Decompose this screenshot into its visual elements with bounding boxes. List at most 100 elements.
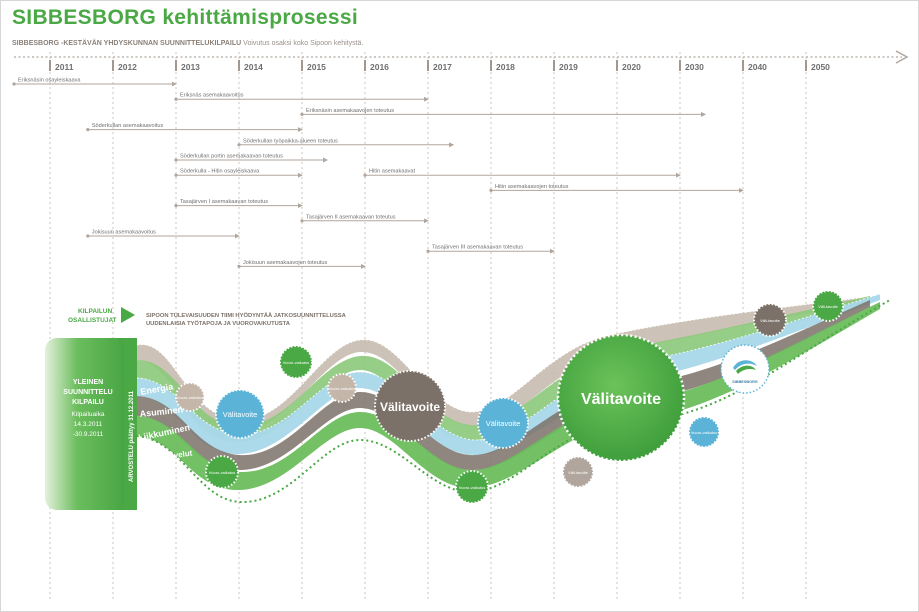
interaction-circle-2013 [205,455,239,489]
year-label: 2020 [622,62,641,72]
logo-text: SIBBESBORG [732,380,758,384]
participants-heading-line2: OSALLISTUJAT [68,317,117,324]
competition-line4: Kilpailuaika [72,411,105,418]
task-bar: Hitin asemakaavat [363,169,681,178]
valitavoite-circle-2017-label: Välitavoite [486,419,521,428]
task-start-dot [86,234,90,238]
sibbesborg-logo-icon [733,360,757,370]
year-label: 2018 [496,62,515,72]
valitavoite-circle-2019 [556,333,686,463]
participants-block: KILPAILUN OSALLISTUJAT SIPOON TULEVAISUU… [68,307,347,327]
interaction-circle-2014-label: Vuoro-vaikutus [283,360,310,365]
participants-note-line1: SIPOON TULEVAISUUDEN TIIMI HYÖDYNTÄÄ JAT… [146,312,347,319]
judging-vertical-label: ARVOSTELU päättyy 31.12.2011 [129,390,135,482]
interim-circle-2040-label: Väli-tavoite [760,318,781,323]
task-bar: Eriksnäs asemakaavoitus [174,93,429,102]
task-start-dot [237,264,241,268]
task-label: Eriksnäs asemakaavoitus [180,93,244,99]
task-bar: Söderkulla - Hitin osayleiskaava [174,169,303,178]
task-label: Jokisuun asemakaavoitus [92,230,156,236]
stream-label-asuminen: Asuminen [139,404,183,418]
competition-line1: YLEINEN [73,379,103,386]
interim-circle-2050-label: Väli-tavoite [818,304,839,309]
task-bar: Eriksnäsin asemakaavojen toteutus [300,108,707,117]
interim-circle-2040 [753,303,787,337]
task-bar: Eriksnäsin osayleiskaava [12,78,177,87]
task-start-dot [300,219,304,223]
task-label: Jokisuun asemakaavojen toteutus [243,260,327,266]
year-label: 2011 [55,62,74,72]
year-label: 2013 [181,62,200,72]
subtitle-strong: SIBBESBORG -KESTÄVÄN YHDYSKUNNAN SUUNNIT… [12,40,242,47]
year-label: 2017 [433,62,452,72]
interaction-circle-2020 [688,416,720,448]
milestones: Vuoro-vaikutus Välitavoite Vuoro-vaikutu… [175,290,844,504]
task-start-dot [174,173,178,177]
valitavoite-circle-2017 [477,397,529,449]
task-start-dot [363,173,367,177]
interaction-circle-2015 [327,373,357,403]
valitavoite-circle-2015-label: Välitavoite [380,400,440,414]
subtitle-rest: Voivutus osaksi koko Sipoon kehitystä. [243,40,364,47]
timeline-arrow-icon [895,50,909,64]
interim-circle-2019-label: Väli-tavoite [568,470,589,475]
competition-line5: 14.3.2011 [74,421,103,428]
interaction-circle-2017-label: Vuoro-vaikutus [459,485,486,490]
task-bar: Tasajärven I asemakaavan toteutus [174,199,303,209]
task-bar: Hitin asemakaavojen toteutus [489,184,744,193]
task-start-dot [12,82,16,86]
task-start-dot [489,188,493,192]
competition-line2: SUUNNITTELU [63,389,112,396]
task-start-dot [237,143,241,147]
task-start-dot [300,112,304,116]
year-label: 2014 [244,62,263,72]
valitavoite-circle-2015 [374,370,446,442]
page-subtitle: SIBBESBORG -KESTÄVÄN YHDYSKUNNAN SUUNNIT… [12,40,363,47]
year-label: 2050 [811,62,830,72]
task-label: Söderkullan portin asemakaavan toteutus [180,154,283,160]
interaction-circle-2017 [455,470,489,504]
interaction-circle-2020-label: Vuoro-vaikutus [691,430,718,435]
competition-line3: KILPAILU [72,399,104,406]
valitavoite-circle-2019-label: Välitavoite [581,391,661,408]
task-bar: Söderkullan työpaikka-alueen toteutus [237,138,455,148]
interim-circle-2050 [812,290,844,322]
stream-label-ekologisuus: Ekologisuus [138,469,192,485]
interaction-circle-2013-label: Vuoro-vaikutus [209,470,236,475]
task-start-dot [426,249,430,253]
task-label: Tasajärven I asemakaavan toteutus [180,199,268,205]
competition-line6: -30.9.2011 [73,431,104,438]
task-bar: Tasajärven III asemakaavan toteutus [426,245,555,254]
task-label: Eriksnäsin asemakaavojen toteutus [306,108,394,114]
task-label: Tasajärven II asemakaavan toteutus [306,214,396,220]
task-label: Eriksnäsin osayleiskaava [18,78,81,84]
task-start-dot [174,97,178,101]
task-label: Tasajärven III asemakaavan toteutus [432,245,523,251]
year-label: 2019 [559,62,578,72]
participants-note-line2: UUDENLAISIA TYÖTAPOJA JA VUOROVAIKUTUSTA [146,320,291,327]
interaction-circle-2014 [279,345,313,379]
year-label: 2030 [685,62,704,72]
task-bar: Jokisuun asemakaavoitus [86,230,240,239]
task-bar: Söderkullan portin asemakaavan toteutus [174,154,329,163]
interim-circle-2019 [562,456,594,488]
interaction-circle-2012-label: Vuoro-vaikutus [177,395,204,400]
task-bar: Jokisuun asemakaavojen toteutus [237,260,366,269]
task-start-dot [86,128,90,132]
participants-arrow-icon [121,307,135,323]
competition-block: YLEINEN SUUNNITTELU KILPAILU Kilpailuaik… [45,338,137,510]
year-label: 2040 [748,62,767,72]
interaction-circle-2012 [175,382,205,412]
task-bar: Söderkullan asemakaavoitus [86,123,303,133]
task-bar: Tasajärven II asemakaavan toteutus [300,214,429,224]
task-start-dot [174,158,178,162]
participants-heading-line1: KILPAILUN [78,308,112,315]
valitavoite-circle-2013 [215,389,265,439]
task-label: Hitin asemakaavat [369,169,415,175]
year-label: 2015 [307,62,326,72]
task-label: Söderkulla - Hitin osayleiskaava [180,169,260,175]
competition-band [45,338,137,510]
